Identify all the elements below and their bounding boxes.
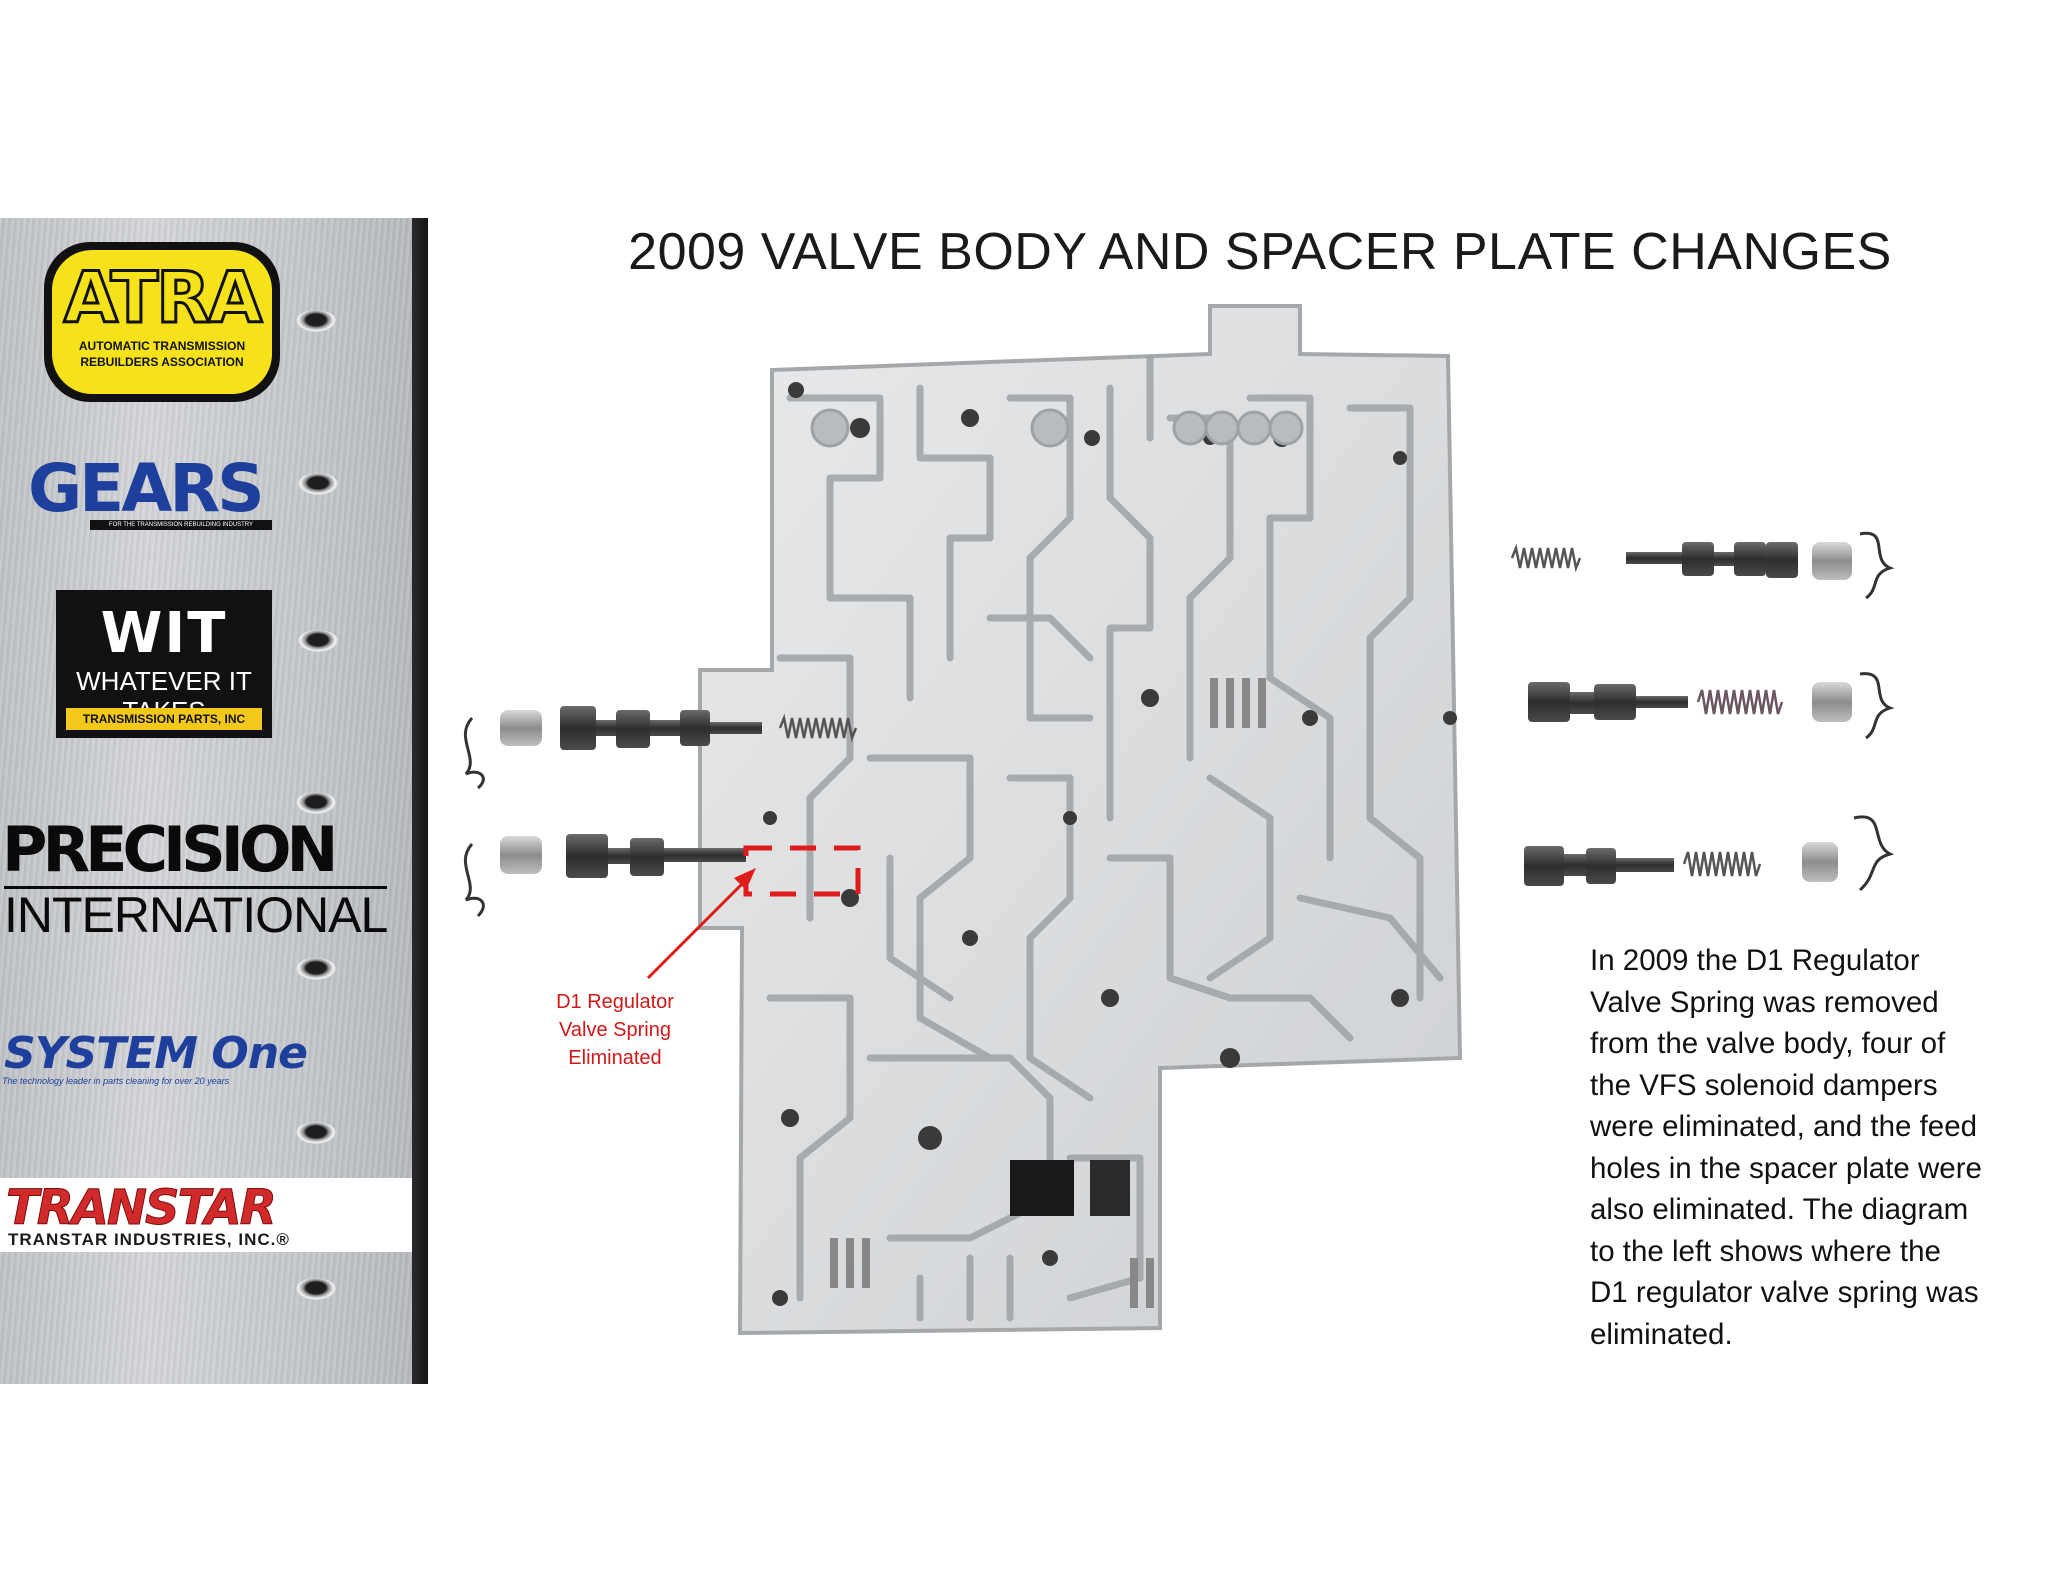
rivet-icon bbox=[296, 792, 336, 814]
paragraph-line: were eliminated, and the feed bbox=[1590, 1110, 1978, 1143]
sponsor-sidebar: ATRA AUTOMATIC TRANSMISSION REBUILDERS A… bbox=[0, 218, 428, 1384]
callout-line: Valve Spring bbox=[559, 1019, 671, 1041]
callout-line: D1 Regulator bbox=[556, 991, 674, 1013]
paragraph-line: In 2009 the D1 Regulator bbox=[1590, 944, 1920, 977]
transtar-logo: TRANSTAR TRANSTAR INDUSTRIES, INC.® bbox=[0, 1178, 412, 1252]
transtar-logo-subline: TRANSTAR INDUSTRIES, INC.® bbox=[8, 1230, 290, 1249]
callout-line: Eliminated bbox=[568, 1047, 662, 1069]
precision-logo: PRECISION bbox=[2, 813, 338, 886]
paragraph-line: the VFS solenoid dampers bbox=[1590, 1068, 1938, 1102]
systemone-logo-tagline: The technology leader in parts cleaning … bbox=[2, 1076, 230, 1086]
systemone-logo: SYSTEM One bbox=[4, 1028, 308, 1079]
rivet-icon bbox=[296, 1278, 336, 1300]
atra-logo: ATRA AUTOMATIC TRANSMISSION REBUILDERS A… bbox=[44, 242, 280, 402]
valve-body-casting bbox=[698, 304, 1463, 1336]
rivet-icon bbox=[298, 630, 338, 652]
right-valve-assembly-2 bbox=[1528, 672, 1895, 740]
paragraph-line: to the left shows where the bbox=[1590, 1234, 1941, 1268]
right-valve-assembly-3 bbox=[1524, 815, 1895, 892]
gears-logo-tagline: FOR THE TRANSMISSION REBUILDING INDUSTRY bbox=[90, 520, 272, 530]
slide-title: 2009 VALVE BODY AND SPACER PLATE CHANGES bbox=[628, 223, 1892, 281]
atra-logo-word: ATRA bbox=[62, 257, 264, 340]
wit-logo-word: WIT bbox=[100, 601, 228, 666]
rivet-icon bbox=[296, 958, 336, 980]
paragraph-line: eliminated. bbox=[1590, 1317, 1733, 1351]
eliminated-spring-marker bbox=[743, 845, 861, 897]
atra-logo-subtitle: AUTOMATIC TRANSMISSION bbox=[78, 339, 246, 353]
gears-logo: GEARS bbox=[28, 450, 265, 527]
wit-logo: WIT WHATEVER IT TAKES TRANSMISSION PARTS… bbox=[56, 590, 272, 738]
valve-body-photo bbox=[464, 304, 1895, 1336]
left-valve-assembly-2 bbox=[464, 834, 746, 918]
paragraph-line: also eliminated. The diagram bbox=[1590, 1193, 1969, 1226]
paragraph-line: Valve Spring was removed bbox=[1590, 985, 1939, 1019]
rivet-icon bbox=[296, 1122, 336, 1144]
right-valve-assembly-1 bbox=[1510, 531, 1895, 600]
rivet-icon bbox=[298, 473, 338, 495]
rivet-icon bbox=[296, 310, 336, 332]
sidebar-edge bbox=[412, 218, 428, 1384]
left-valve-assembly-1 bbox=[464, 706, 858, 790]
transtar-logo-word: TRANSTAR bbox=[6, 1180, 278, 1237]
paragraph-line: from the valve body, four of bbox=[1590, 1027, 1946, 1060]
d1-regulator-callout: D1 Regulator Valve Spring Eliminated bbox=[530, 988, 700, 1072]
precision-logo-subline: INTERNATIONAL bbox=[4, 886, 388, 943]
wit-logo-subline: TRANSMISSION PARTS, INC bbox=[66, 708, 262, 730]
paragraph-line: holes in the spacer plate were bbox=[1590, 1151, 1982, 1185]
explanation-paragraph: In 2009 the D1 Regulator Valve Spring wa… bbox=[1590, 940, 2030, 1355]
callout-arrow bbox=[646, 868, 756, 980]
paragraph-line: D1 regulator valve spring was bbox=[1590, 1276, 1979, 1309]
atra-logo-subtitle: REBUILDERS ASSOCIATION bbox=[80, 355, 244, 369]
